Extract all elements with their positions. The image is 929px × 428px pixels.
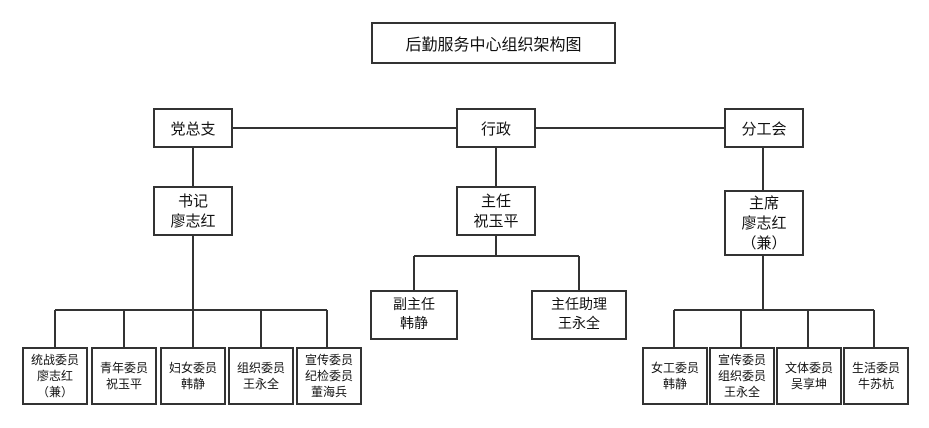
member-note: （兼） <box>36 385 73 399</box>
node-organization-member: 组织委员 王永全 <box>228 347 294 405</box>
node-party-branch-label: 党总支 <box>170 119 216 138</box>
node-director: 主任 祝玉平 <box>456 186 536 236</box>
director-assistant-title: 主任助理 <box>551 297 607 313</box>
node-deputy-director: 副主任 韩静 <box>370 290 458 340</box>
node-youth-member: 青年委员 祝玉平 <box>91 347 157 405</box>
member-name: 韩静 <box>662 377 687 391</box>
member-role-secondary: 纪检委员 <box>304 369 353 383</box>
node-female-worker-member: 女工委员 韩静 <box>642 347 708 405</box>
member-name: 董海兵 <box>310 385 347 399</box>
member-role: 宣传委员 <box>304 353 353 367</box>
deputy-director-title: 副主任 <box>393 297 435 313</box>
party-secretary-title: 书记 <box>177 192 208 210</box>
member-role: 宣传委员 <box>717 353 766 367</box>
node-publicity-discipline-member: 宣传委员 纪检委员 董海兵 <box>296 347 362 405</box>
node-administration: 行政 <box>456 108 536 148</box>
node-trade-union: 分工会 <box>724 108 804 148</box>
node-director-assistant: 主任助理 王永全 <box>531 290 627 340</box>
node-union-chair: 主席 廖志红 （兼） <box>724 190 804 256</box>
union-chair-note: （兼） <box>741 234 787 252</box>
node-trade-union-label: 分工会 <box>741 119 787 138</box>
union-chair-title: 主席 <box>748 194 779 212</box>
node-welfare-member: 生活委员 牛苏杭 <box>843 347 909 405</box>
member-name: 王永全 <box>242 377 279 391</box>
member-name: 祝玉平 <box>105 377 142 391</box>
party-secretary-name: 廖志红 <box>170 212 216 230</box>
node-party-branch: 党总支 <box>153 108 233 148</box>
node-women-member: 妇女委员 韩静 <box>160 347 226 405</box>
member-role: 文体委员 <box>784 361 833 375</box>
member-role: 统战委员 <box>30 353 79 367</box>
node-administration-label: 行政 <box>480 119 511 138</box>
member-name: 廖志红 <box>36 369 73 383</box>
member-role: 女工委员 <box>650 361 699 375</box>
chart-title-text: 后勤服务中心组织架构图 <box>405 35 582 54</box>
member-role: 生活委员 <box>851 361 900 375</box>
director-title: 主任 <box>480 192 511 210</box>
node-united-front-member: 统战委员 廖志红 （兼） <box>22 347 88 405</box>
node-party-secretary: 书记 廖志红 <box>153 186 233 236</box>
member-role: 组织委员 <box>236 361 285 375</box>
member-name: 牛苏杭 <box>857 377 894 391</box>
member-role: 青年委员 <box>99 361 148 375</box>
member-name: 韩静 <box>180 377 205 391</box>
director-assistant-name: 王永全 <box>558 316 600 332</box>
member-role: 妇女委员 <box>168 361 217 375</box>
chart-title: 后勤服务中心组织架构图 <box>371 22 616 64</box>
director-name: 祝玉平 <box>473 212 519 230</box>
deputy-director-name: 韩静 <box>400 316 428 332</box>
member-name: 王永全 <box>723 385 760 399</box>
node-publicity-organization-member: 宣传委员 组织委员 王永全 <box>709 347 775 405</box>
member-name: 吴享坤 <box>790 377 827 391</box>
member-role-secondary: 组织委员 <box>717 369 766 383</box>
node-culture-sports-member: 文体委员 吴享坤 <box>776 347 842 405</box>
union-chair-name: 廖志红 <box>741 214 787 232</box>
